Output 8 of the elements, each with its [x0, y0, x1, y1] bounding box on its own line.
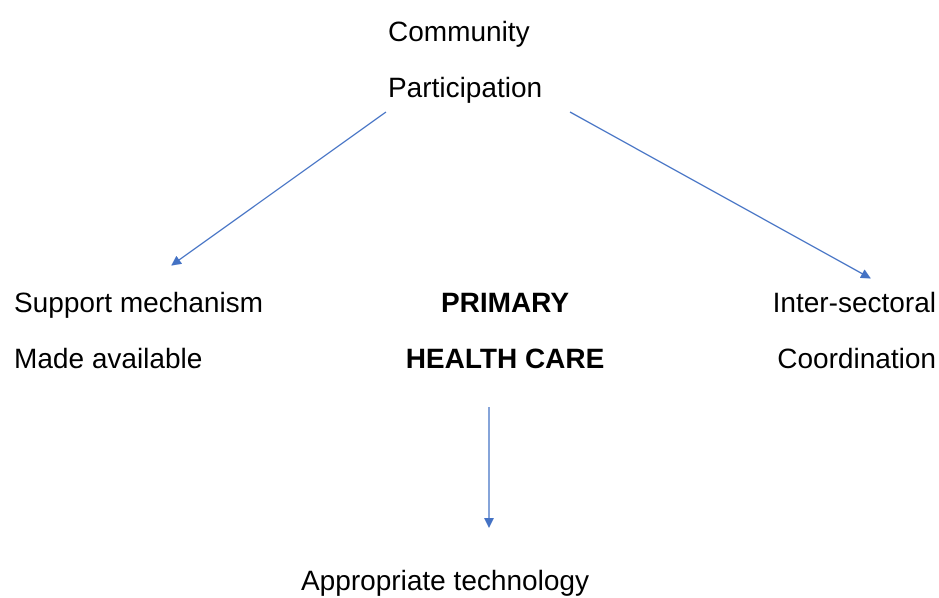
node-label: Support mechanism Made available	[14, 286, 264, 376]
arrow	[171, 111, 386, 266]
node-label: Inter-sectoral Coordination	[772, 286, 936, 376]
arrow	[570, 111, 871, 279]
arrow	[484, 407, 494, 528]
node-label: PRIMARY HEALTH CARE	[404, 286, 606, 376]
node-label: Appropriate technology	[300, 564, 590, 598]
node-label: Community Participation	[388, 15, 544, 105]
